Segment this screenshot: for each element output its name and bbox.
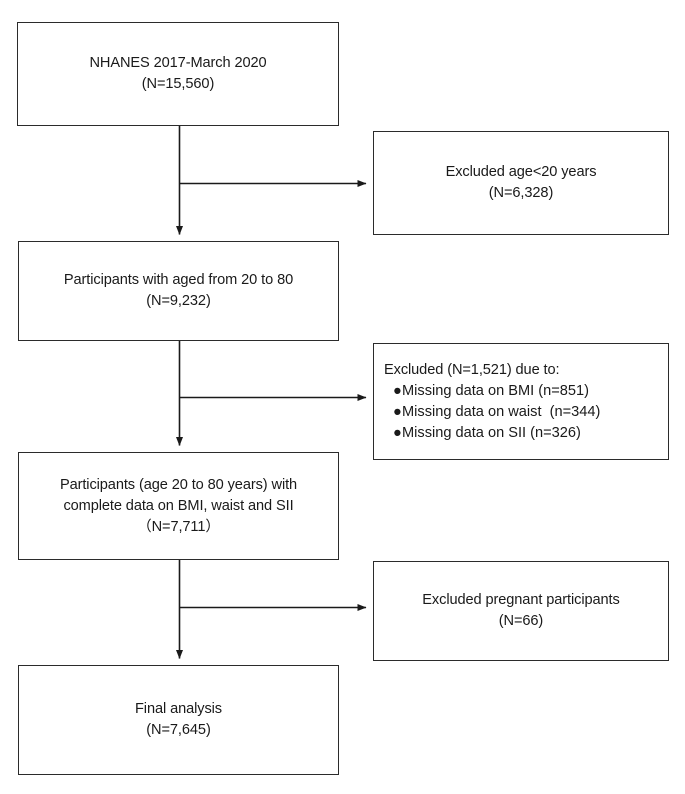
node-participants-complete-data: Participants (age 20 to 80 years) with c… xyxy=(18,452,339,560)
node-line: (N=6,328) xyxy=(488,185,554,201)
bullet-dot-icon: ● xyxy=(393,403,402,420)
node-excluded-missing-data: Excluded (N=1,521) due to: ●Missing data… xyxy=(373,343,669,460)
node-text: Participants (age 20 to 80 years) with c… xyxy=(19,475,338,538)
node-text: Participants with aged from 20 to 80 (N=… xyxy=(19,270,338,312)
bullet-label: Missing data on SII (n=326) xyxy=(402,424,581,441)
node-final-analysis: Final analysis (N=7,645) xyxy=(18,665,339,775)
node-text: Excluded pregnant participants (N=66) xyxy=(374,590,668,632)
node-excluded-pregnant: Excluded pregnant participants (N=66) xyxy=(373,561,669,661)
bullet-dot-icon: ● xyxy=(393,424,402,441)
node-line: （N=7,711） xyxy=(137,518,220,535)
node-text: Excluded age<20 years (N=6,328) xyxy=(374,162,668,204)
node-participants-aged-20-80: Participants with aged from 20 to 80 (N=… xyxy=(18,241,339,341)
bullet-label: Missing data on waist (n=344) xyxy=(402,403,601,420)
bullet-dot-icon: ● xyxy=(393,382,402,399)
node-line: (N=15,560) xyxy=(141,76,215,92)
node-line: (N=9,232) xyxy=(146,293,211,309)
node-source-population: NHANES 2017-March 2020 (N=15,560) xyxy=(17,22,339,126)
bullet-label: Missing data on BMI (n=851) xyxy=(402,382,589,399)
bullet-item: ●Missing data on BMI (n=851) xyxy=(384,381,678,402)
node-line-header: Excluded (N=1,521) due to: xyxy=(384,361,560,378)
node-line: Excluded age<20 years xyxy=(445,164,597,180)
node-text: NHANES 2017-March 2020 (N=15,560) xyxy=(18,53,338,95)
node-line: Excluded pregnant participants xyxy=(422,592,620,608)
node-line: Participants with aged from 20 to 80 xyxy=(63,272,294,288)
bullet-item: ●Missing data on SII (n=326) xyxy=(384,423,678,444)
node-line: NHANES 2017-March 2020 xyxy=(89,55,267,71)
node-line: complete data on BMI, waist and SII xyxy=(63,497,294,514)
node-text: Excluded (N=1,521) due to: ●Missing data… xyxy=(374,360,678,444)
node-line: Participants (age 20 to 80 years) with xyxy=(59,476,298,493)
node-text: Final analysis (N=7,645) xyxy=(19,699,338,741)
bullet-item: ●Missing data on waist (n=344) xyxy=(384,402,678,423)
node-line: (N=66) xyxy=(498,613,544,629)
node-line: (N=7,645) xyxy=(146,722,211,738)
node-line: Final analysis xyxy=(134,701,222,717)
node-excluded-age: Excluded age<20 years (N=6,328) xyxy=(373,131,669,235)
